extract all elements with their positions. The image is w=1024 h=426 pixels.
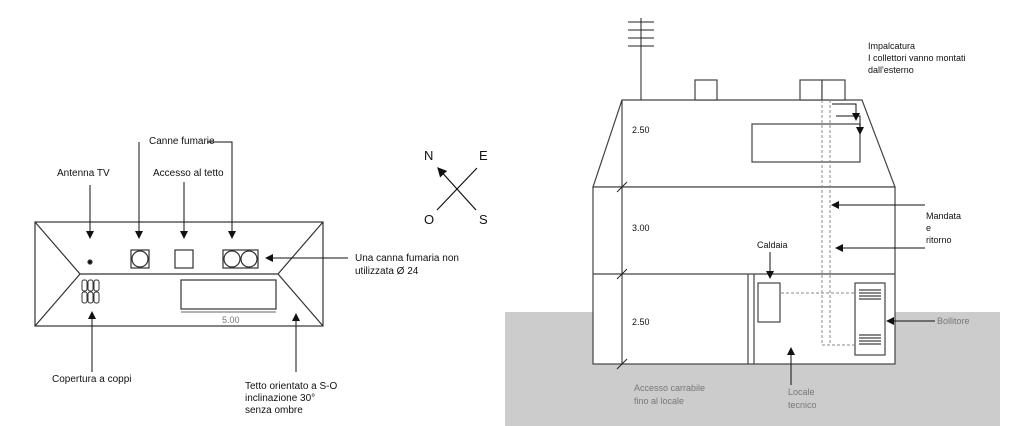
compass (436, 167, 478, 211)
label-antenna: Antenna TV (57, 168, 110, 179)
compass-o: O (424, 212, 435, 227)
label-roof-access: Accesso al tetto (153, 168, 224, 179)
roof-outline (34, 221, 324, 327)
compass-s: S (479, 212, 488, 227)
solar-panel (180, 279, 277, 310)
building-section (505, 18, 1000, 426)
tank-box (854, 282, 886, 356)
flue-double (222, 249, 259, 269)
roof-plan (34, 221, 324, 327)
label-flow-3: ritorno (926, 235, 952, 245)
dimension-line-vertical (616, 100, 628, 370)
label-unused-flue-1: Una canna fumaria non (355, 253, 459, 264)
height-middle: 3.00 (632, 223, 650, 233)
hip-right (277, 221, 324, 327)
compass-e: E (479, 148, 488, 163)
pipes (781, 100, 855, 346)
hip-left (34, 221, 81, 327)
chimney (799, 79, 823, 101)
label-flow-1: Mandata (926, 211, 962, 221)
tv-antenna-icon (628, 18, 654, 100)
boiler-box (757, 282, 781, 323)
label-access-2: fino al locale (634, 396, 685, 406)
chimney (821, 79, 846, 101)
solar-collector (751, 123, 861, 163)
label-flow-2: e (926, 223, 932, 233)
label-boiler: Caldaia (757, 240, 788, 250)
label-room-1: Locale (788, 387, 815, 397)
height-bottom: 2.50 (632, 317, 650, 327)
height-top: 2.50 (632, 125, 650, 135)
label-tank: Bollitore (937, 316, 970, 326)
label-scaffold-1: Impalcatura (868, 41, 916, 51)
label-tiles: Copertura a coppi (52, 374, 132, 385)
chimney (694, 79, 718, 101)
tiles-icon (81, 279, 100, 304)
label-unused-flue-2: utilizzata Ø 24 (355, 266, 419, 277)
flue-single (130, 249, 150, 269)
label-orientation-2: inclinazione 30° (245, 393, 316, 404)
label-orientation-1: Tetto orientato a S-O (245, 381, 338, 392)
label-dimension: 5.00 (222, 315, 240, 325)
roof-plan-arrows (86, 141, 348, 372)
label-room-2: tecnico (788, 400, 817, 410)
label-flues: Canne fumarie (149, 136, 215, 147)
walls (592, 186, 896, 365)
coil-icon (859, 289, 881, 345)
roof-hatch (174, 249, 194, 269)
label-access-1: Accesso carrabile (634, 383, 706, 393)
label-scaffold-2: I collettori vanno montati (868, 53, 966, 63)
compass-n: N (424, 148, 434, 163)
label-orientation-3: senza ombre (245, 405, 303, 416)
antenna-dot (87, 259, 93, 265)
label-scaffold-3: dall'esterno (868, 65, 914, 75)
